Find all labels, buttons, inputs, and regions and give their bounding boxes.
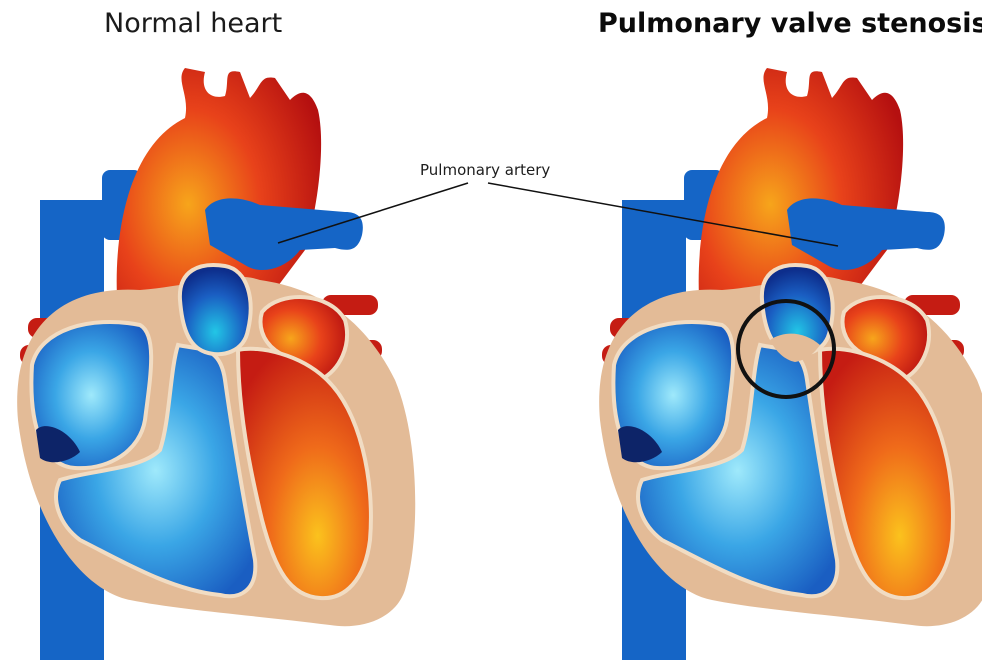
stenosis-heart-illustration xyxy=(599,68,982,660)
normal-heart-illustration xyxy=(17,68,415,660)
